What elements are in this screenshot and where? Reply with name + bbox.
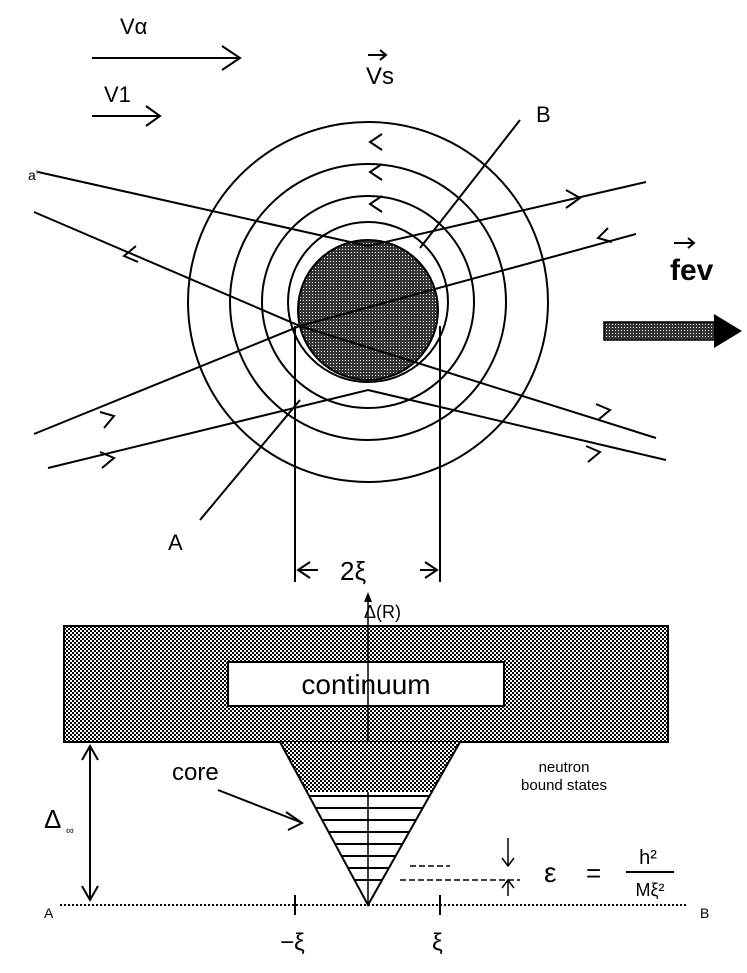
- core-pointer: [217, 789, 304, 831]
- v-one-arrow: [92, 105, 162, 127]
- v-s-vector-mark: [368, 49, 388, 61]
- flow-circle-outer: [187, 121, 549, 483]
- bottom-panel: Δ(R) continuum: [44, 592, 709, 956]
- trajectory-arrowheads: [99, 189, 613, 469]
- flow-circle-inner: [287, 221, 449, 383]
- force-arrow: [603, 314, 742, 348]
- label-xi: ξ: [432, 929, 443, 956]
- trajectory-lower-right: [47, 388, 667, 469]
- level-spacing-indicator: [400, 838, 520, 896]
- trajectory-upper-left: [37, 171, 647, 248]
- axis-ticks: [294, 895, 441, 915]
- bound-state-lines: [280, 795, 460, 881]
- label-a-prime: a': [28, 167, 38, 183]
- delta-axis-arrowhead: [364, 592, 372, 602]
- continuum-label-box: [227, 661, 505, 707]
- label-force: fev: [670, 254, 714, 287]
- label-bound-states-line2: bound states: [521, 777, 607, 794]
- v-alpha-arrow: [92, 45, 242, 71]
- v-one-label: V1: [104, 82, 131, 107]
- flow-circle-second: [261, 195, 475, 409]
- trajectory-lower-left: [33, 233, 637, 435]
- v-s-label: Vs: [366, 63, 394, 90]
- label-numerator: h²: [639, 847, 657, 869]
- label-epsilon: ε: [544, 857, 556, 888]
- label-gap: Δ: [44, 804, 61, 834]
- force-vector-mark: [674, 237, 696, 249]
- vortex-core-disc: [297, 239, 439, 381]
- label-delta: Δ(R): [364, 602, 401, 622]
- v-alpha-label: Vα: [120, 14, 148, 39]
- circulation-arrows: [368, 133, 383, 213]
- label-a: A: [168, 530, 183, 555]
- trajectories: [33, 171, 667, 469]
- gap-dimension: [81, 743, 99, 903]
- flow-circle-third: [229, 163, 507, 441]
- label-continuum: continuum: [301, 669, 430, 700]
- core-width-dimension: [294, 326, 441, 582]
- label-axis-b: B: [700, 905, 709, 921]
- label-denominator: Mξ²: [635, 880, 664, 900]
- label-axis-a: A: [44, 905, 54, 921]
- label-gap-sub: ∞: [66, 825, 74, 837]
- label-bound-states-line1: neutron: [539, 759, 590, 776]
- label-minus-xi: −ξ: [280, 929, 305, 956]
- label-core: core: [172, 759, 219, 786]
- label-equals: =: [586, 858, 601, 888]
- pointer-a: [199, 399, 301, 521]
- pointer-b: [419, 119, 521, 249]
- flow-circles: [187, 121, 549, 483]
- label-core-width: 2ξ: [340, 556, 366, 586]
- top-panel: Vα V1 Vs: [28, 14, 742, 586]
- label-b: B: [536, 102, 551, 127]
